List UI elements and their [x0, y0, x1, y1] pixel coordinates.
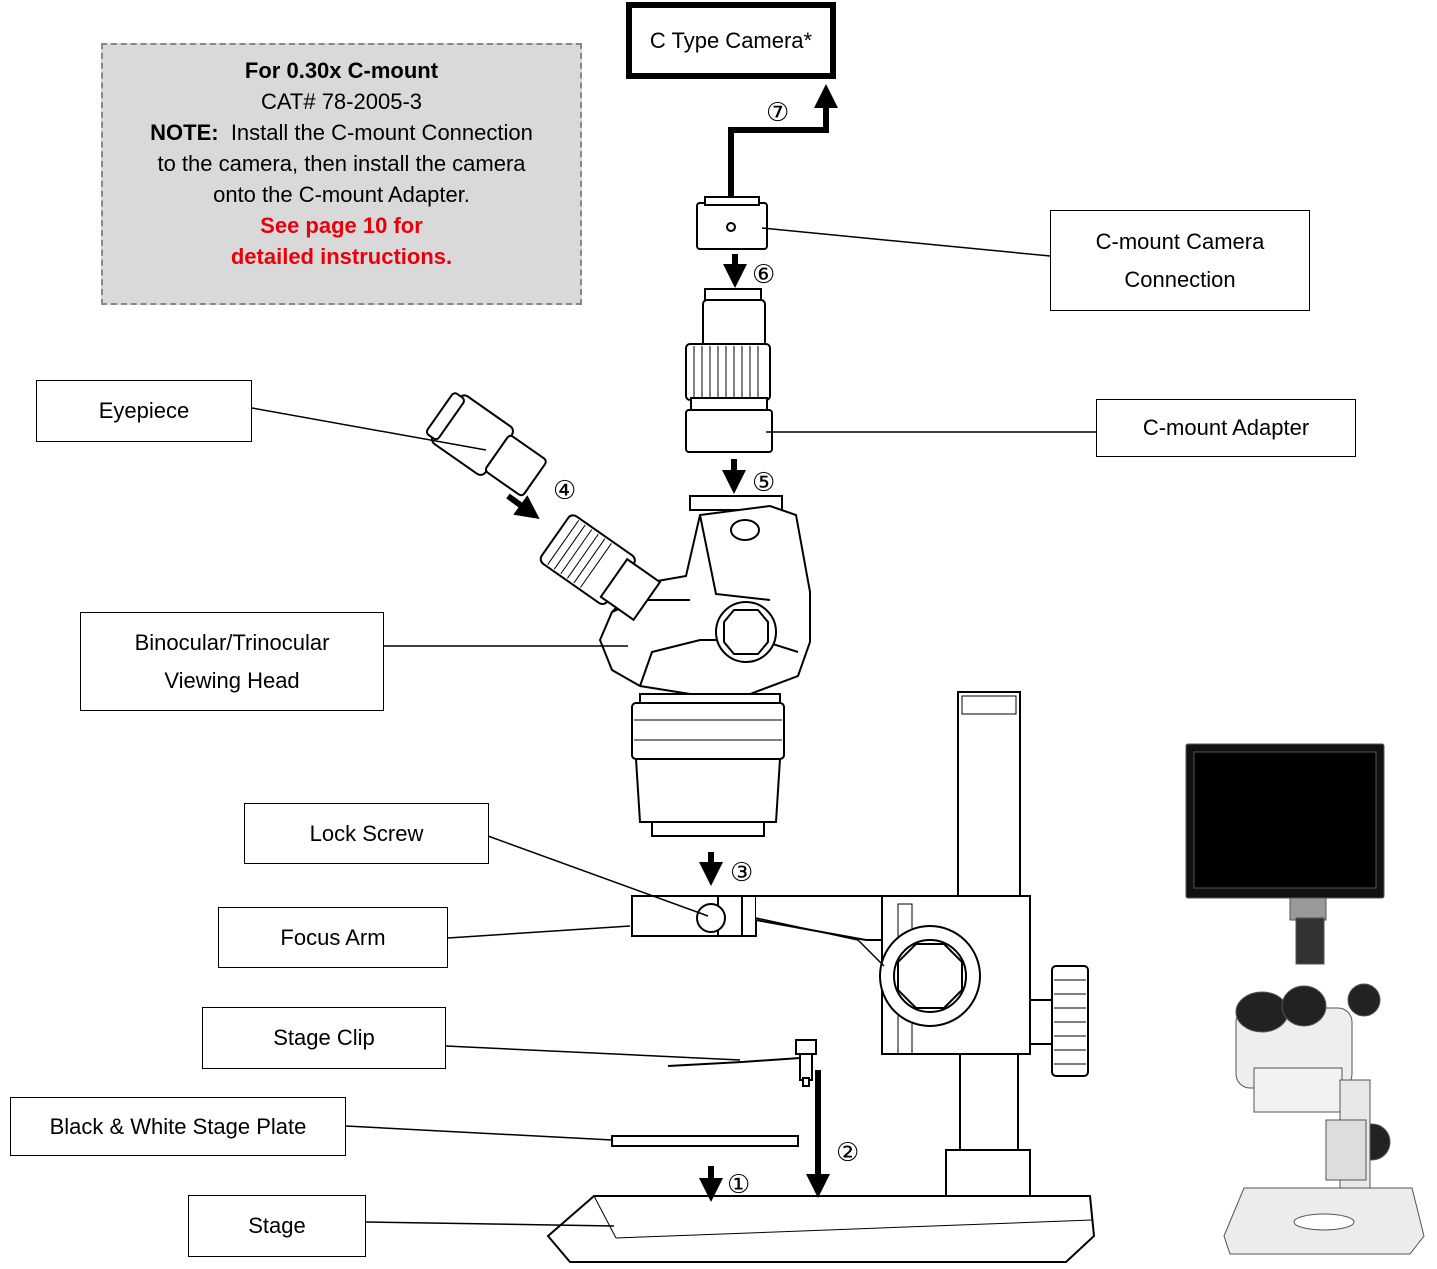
step-5-number: ⑤ [752, 468, 776, 498]
stand-part [631, 691, 1089, 1199]
microscope-photo [1185, 743, 1425, 1255]
label-viewing-head: Binocular/Trinocular Viewing Head [80, 612, 384, 711]
note-title: For 0.30x C-mount [244, 58, 439, 83]
step-1-number: ① [727, 1170, 751, 1200]
label-stage-plate: Black & White Stage Plate [10, 1097, 346, 1156]
step-6-number: ⑥ [752, 260, 776, 290]
label-eyepiece-text: Eyepiece [98, 398, 190, 423]
label-head-line-1: Binocular/Trinocular [134, 629, 330, 655]
label-stage: Stage [188, 1195, 366, 1257]
step-3-number: ③ [730, 858, 754, 888]
label-focus-arm: Focus Arm [218, 907, 448, 968]
label-c-mount-adapter: C-mount Adapter [1096, 399, 1356, 457]
label-stage-clip: Stage Clip [202, 1007, 446, 1069]
label-adapter-text: C-mount Adapter [1142, 415, 1310, 440]
label-camera: C Type Camera* [626, 2, 836, 79]
arrow-4 [506, 493, 540, 520]
stage-clip-part [667, 1039, 817, 1087]
note-red-1: See page 10 for [260, 213, 423, 238]
step-7-number: ⑦ [766, 98, 790, 128]
note-label: NOTE: [150, 120, 219, 145]
c-mount-note: For 0.30x C-mount CAT# 78-2005-3 NOTE: I… [101, 43, 582, 305]
label-lock-screw-text: Lock Screw [309, 820, 424, 846]
label-connection-line-1: C-mount Camera [1095, 228, 1265, 254]
base-part [546, 1195, 1096, 1263]
note-cat: CAT# 78-2005-3 [260, 89, 422, 114]
label-stage-clip-text: Stage Clip [273, 1025, 375, 1050]
note-line-3: onto the C-mount Adapter. [213, 182, 470, 207]
note-line-2: to the camera, then install the camera [157, 151, 526, 176]
label-lock-screw: Lock Screw [244, 803, 489, 864]
note-line-1: NOTE: Install the C-mount Connection [103, 117, 580, 148]
stage-plate-part [611, 1135, 799, 1147]
eyepiece-part [425, 392, 547, 497]
viewing-head-part [539, 495, 811, 837]
leader-lines [251, 227, 1096, 1227]
label-camera-text: C Type Camera* [649, 27, 813, 53]
note-red-2: detailed instructions. [230, 244, 453, 269]
label-eyepiece: Eyepiece [36, 380, 252, 442]
label-stage-plate-text: Black & White Stage Plate [49, 1113, 307, 1139]
arrow-7 [728, 84, 838, 197]
step-2-number: ② [836, 1138, 860, 1168]
step-4-number: ④ [553, 476, 577, 506]
step-arrows [506, 84, 838, 1202]
microscope-drawing [425, 196, 1096, 1263]
note-text-1: Install the C-mount Connection [230, 120, 533, 145]
label-stage-text: Stage [248, 1213, 306, 1238]
label-focus-arm-text: Focus Arm [280, 924, 386, 950]
adapter-knurl [685, 343, 771, 401]
label-connection-line-2: Connection [1124, 266, 1236, 292]
label-camera-connection: C-mount Camera Connection [1050, 210, 1310, 311]
label-head-line-2: Viewing Head [164, 667, 300, 693]
